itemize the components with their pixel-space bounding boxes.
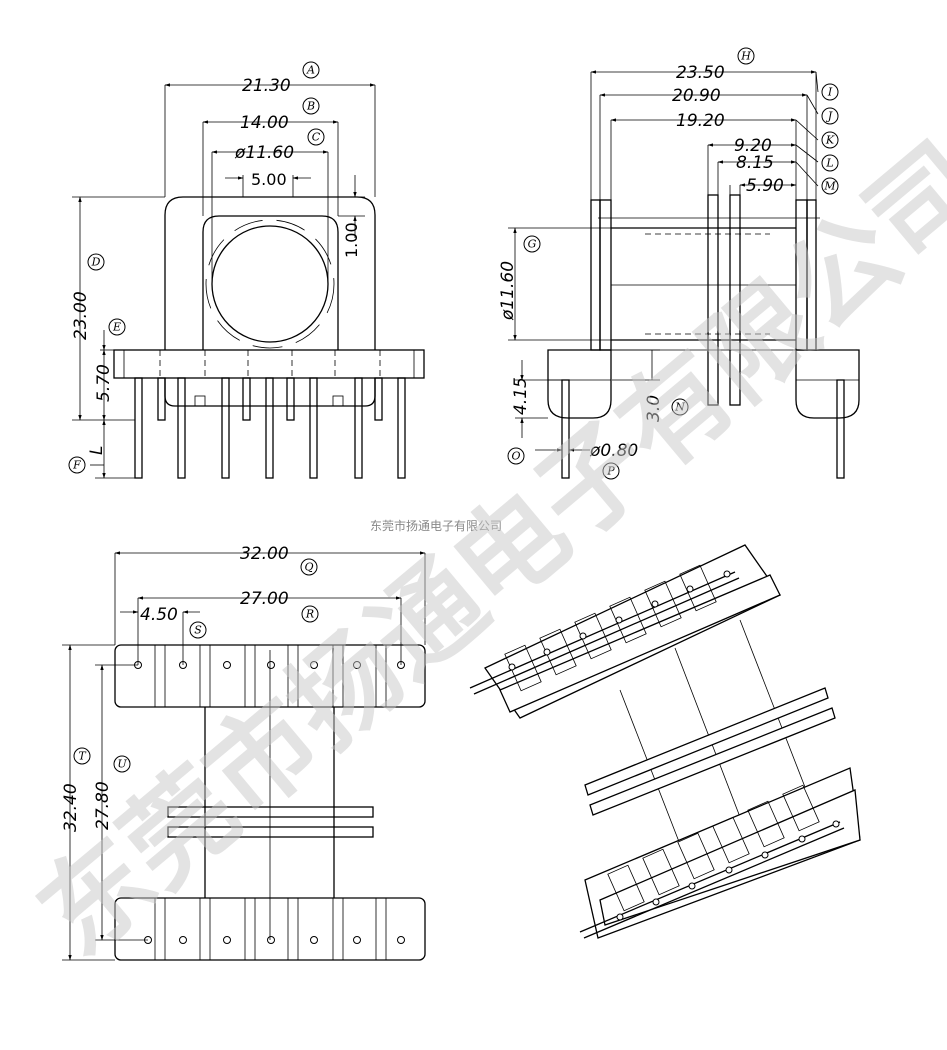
callout-M: M [823, 180, 836, 193]
dim-O-value: 4.15 [511, 377, 531, 415]
callout-H: H [740, 50, 751, 63]
dim-K-value: 9.20 [734, 136, 772, 156]
callout-J: J [826, 110, 833, 123]
front-pins [134, 350, 406, 479]
front-view [72, 83, 425, 479]
dim-P-value: ø0.80 [589, 441, 638, 461]
callout-P: P [606, 465, 615, 478]
dim-C-value: ø11.60 [234, 143, 294, 163]
dim-R-value: 27.00 [240, 589, 289, 609]
side-view [508, 70, 860, 479]
dim-E-value: 5.70 [94, 364, 114, 402]
callout-U: U [117, 758, 127, 771]
callout-B: B [306, 100, 315, 113]
iso-top-pins [504, 564, 731, 692]
dim-J-value: 19.20 [676, 111, 725, 131]
callout-D: D [91, 256, 101, 269]
dim-T-value: 32.40 [61, 783, 81, 832]
dim-bore-value: ø11.60 [498, 261, 518, 321]
front-view-labels: 21.30 A 14.00 B ø11.60 C 5.00 1.00 23.00… [68, 61, 361, 474]
dim-H-value: 23.50 [676, 63, 725, 83]
callout-T: T [78, 750, 87, 763]
callout-N: N [674, 401, 685, 414]
callout-O: O [511, 450, 520, 463]
callout-S: S [194, 624, 202, 637]
dim-L-value: 8.15 [736, 153, 774, 173]
dim-U-value: 27.80 [93, 781, 113, 830]
dim-A-value: 21.30 [242, 76, 291, 96]
bottom-view-labels: 32.00 Q 27.00 R 4.50 S 32.40 T 27.80 U [61, 544, 319, 832]
iso-bottom-pins [607, 784, 840, 921]
callout-C: C [312, 131, 321, 144]
bottom-view-pads [154, 644, 387, 961]
callout-Q: Q [304, 561, 313, 574]
callout-I: I [827, 86, 833, 99]
dim-I-value: 20.90 [672, 86, 721, 106]
company-caption: 东莞市扬通电子有限公司 [370, 518, 502, 533]
callout-K: K [825, 134, 835, 147]
dim-N-value: 3.0 [644, 395, 664, 422]
bottom-view [62, 551, 426, 961]
dim-Q-value: 32.00 [240, 544, 289, 564]
dim-D-value: 23.00 [71, 291, 91, 340]
callout-L: L [825, 157, 833, 170]
callout-F: F [72, 459, 81, 472]
callout-R: R [305, 608, 314, 621]
dim-S-value: 4.50 [140, 605, 178, 625]
dim-L-value: L [87, 446, 107, 455]
dim-slot-value: 5.00 [251, 170, 287, 189]
callout-A: A [306, 64, 315, 77]
callout-E: E [112, 321, 121, 334]
dim-B-value: 14.00 [240, 113, 289, 133]
callout-bore: G [528, 238, 537, 251]
bottom-view-pin-holes [134, 661, 405, 944]
dim-gap-value: 1.00 [342, 222, 361, 258]
isometric-view [469, 544, 861, 939]
dim-M-value: 5.90 [746, 176, 784, 196]
side-view-labels: 23.50 H 20.90 I 19.20 J 9.20 K 8.15 L 5.… [498, 47, 839, 480]
